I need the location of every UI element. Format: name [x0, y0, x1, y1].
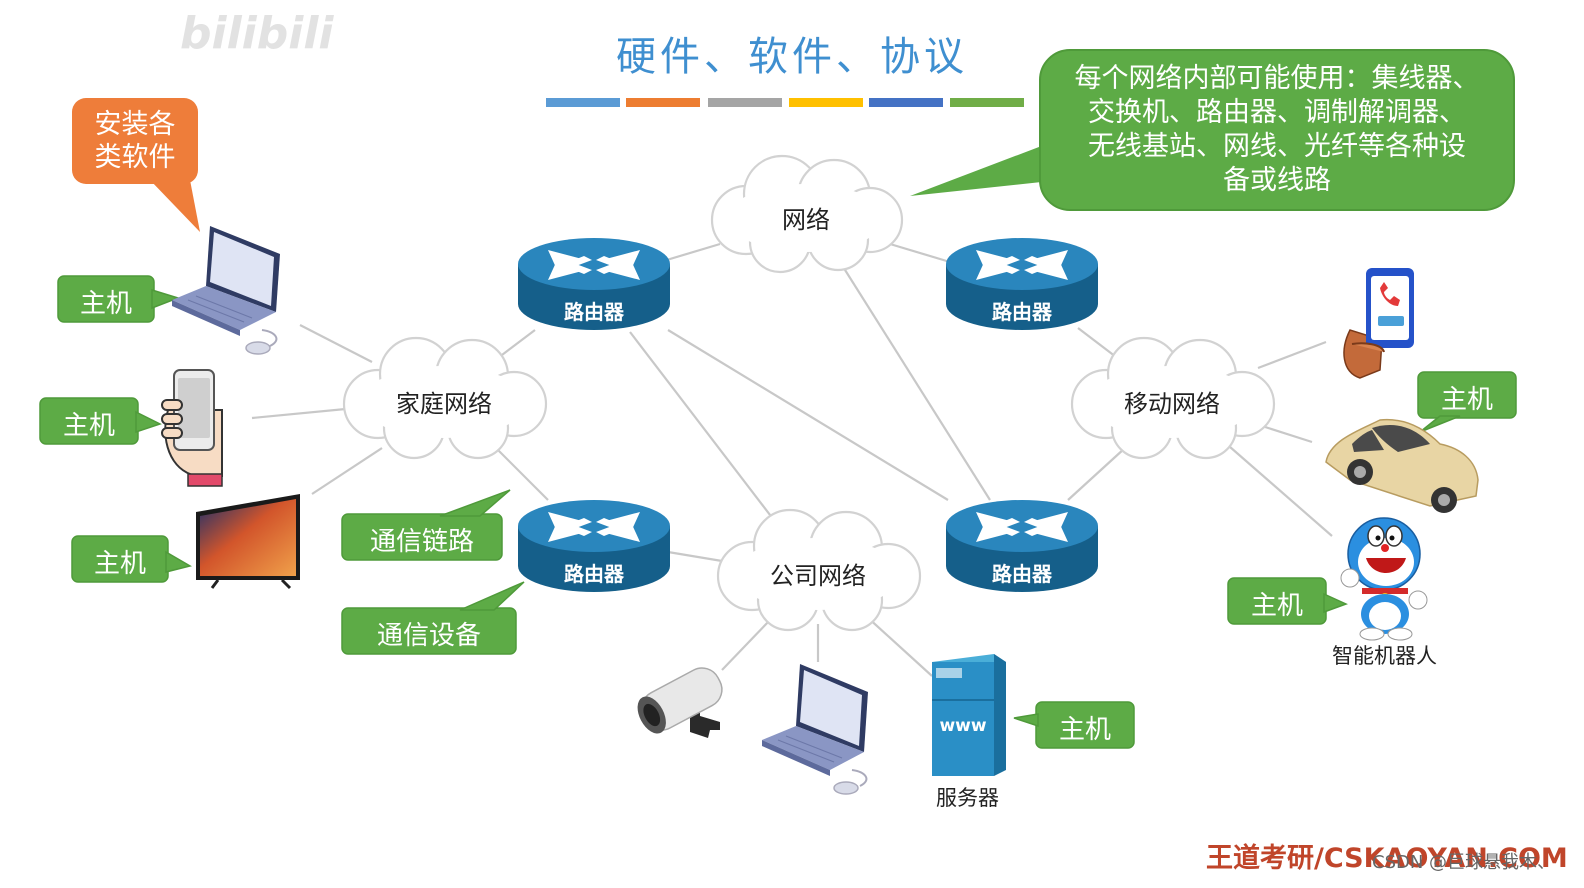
router-icon	[946, 238, 1098, 330]
router-label: 路由器	[564, 300, 624, 324]
callout-line: 类软件	[94, 142, 176, 173]
page-title: 硬件、软件、协议	[616, 34, 968, 80]
host-label: 主机	[62, 411, 115, 441]
cloud-mobile	[1070, 336, 1276, 460]
cloud-label-internet: 网络	[782, 206, 830, 234]
link-bubble	[341, 489, 511, 561]
communication-link-label: 通信链路	[369, 527, 474, 557]
link-router-tl-company	[629, 331, 781, 529]
host-label: 主机	[79, 289, 132, 319]
communication-device-label: 通信设备	[376, 621, 481, 651]
callout-line: 无线基站、网线、光纤等各种设	[1088, 131, 1466, 162]
server-icon	[932, 654, 1006, 776]
host-bubble-tv	[71, 535, 192, 583]
host-label: 主机	[93, 549, 146, 579]
link-router-tl-home	[497, 329, 536, 359]
host-bubble-laptop	[57, 275, 181, 323]
router-label: 路由器	[992, 562, 1052, 586]
phone-call-icon	[1343, 268, 1414, 379]
csdn-watermark: CSDN @巨球悬我木、	[1372, 852, 1556, 873]
link-router-bl-company	[667, 550, 729, 564]
host-bubble-phone	[39, 397, 162, 445]
server-caption: 服务器	[936, 786, 999, 810]
hardware-callout	[910, 49, 1515, 211]
cloud-company	[716, 508, 922, 632]
title-color-bars	[546, 98, 1024, 107]
callout-line: 备或线路	[1223, 165, 1331, 196]
footer-brand: 王道考研/CSKAOYAN.COM	[1206, 843, 1568, 874]
link-company-server	[865, 615, 933, 677]
camera-icon	[637, 667, 723, 738]
laptop-icon	[172, 226, 280, 355]
bilibili-logo: bilibili	[180, 8, 334, 59]
hardware-callout-text: 每个网络内部可能使用：集线器、 交换机、路由器、调制解调器、 无线基站、网线、光…	[1046, 62, 1508, 198]
tv-icon	[196, 494, 300, 590]
cloud-label-company: 公司网络	[770, 562, 866, 590]
host-bubble-robot	[1227, 577, 1348, 625]
cloud-internet	[710, 154, 904, 274]
link-home-phone	[251, 406, 357, 420]
cloud-label-mobile: 移动网络	[1124, 390, 1220, 418]
callout-line: 安装各	[94, 109, 176, 140]
host-label: 主机	[1250, 591, 1303, 621]
connection-lines	[251, 242, 1333, 677]
link-home-tv	[311, 447, 383, 495]
link-home-router-bl	[489, 441, 549, 501]
link-mobile-car	[1261, 424, 1313, 444]
laptop-icon	[762, 664, 868, 795]
host-label: 主机	[1440, 385, 1493, 415]
router-label: 路由器	[564, 562, 624, 586]
clouds	[342, 154, 1276, 632]
router-icon	[518, 238, 670, 330]
router-label: 路由器	[992, 300, 1052, 324]
car-icon	[1325, 418, 1479, 513]
software-callout-text: 安装各 类软件	[72, 108, 198, 174]
cloud-label-home: 家庭网络	[396, 390, 492, 418]
link-internet-router-br	[839, 261, 991, 501]
link-home-laptop	[299, 324, 373, 363]
host-label: 主机	[1058, 715, 1111, 745]
link-internet-router-tl	[659, 242, 721, 264]
smartphone-icon	[161, 369, 223, 487]
host-bubble-server	[1013, 701, 1135, 749]
link-mobile-phone	[1257, 340, 1327, 370]
router-icon	[946, 500, 1098, 592]
cloud-home	[342, 336, 548, 460]
callout-line: 每个网络内部可能使用：集线器、	[1074, 63, 1480, 94]
host-bubble-car	[1417, 371, 1517, 433]
link-mobile-robot	[1221, 439, 1333, 537]
software-callout	[72, 98, 200, 232]
label-bubbles	[39, 275, 1517, 749]
server-screen-text: www	[939, 716, 987, 736]
link-internet-router-tr	[889, 242, 951, 264]
routers	[518, 238, 1098, 592]
callout-line: 交换机、路由器、调制解调器、	[1088, 97, 1466, 128]
link-company-camera	[721, 619, 771, 671]
link-router-br-mobile	[1067, 447, 1126, 501]
robot-icon	[1340, 517, 1428, 641]
link-router-tl-router-br	[667, 329, 949, 501]
robot-caption: 智能机器人	[1332, 644, 1437, 668]
router-icon	[518, 500, 670, 592]
device-bubble	[341, 581, 525, 655]
